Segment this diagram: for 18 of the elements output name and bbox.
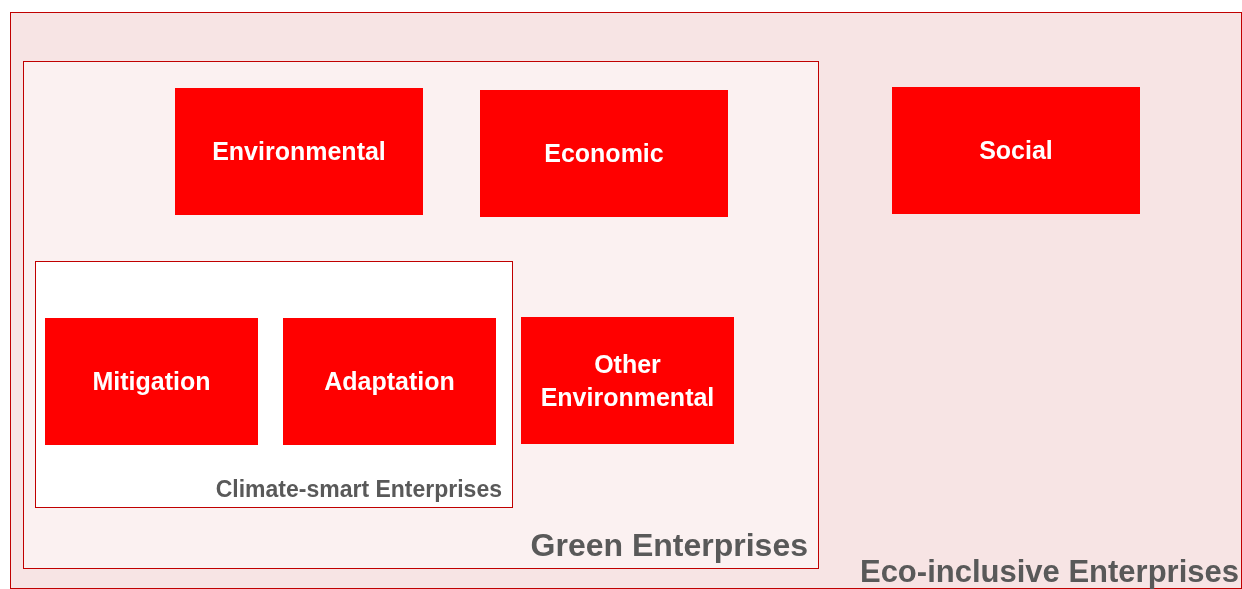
outer-region xyxy=(10,12,1242,589)
group-heading: Eco-inclusive Enterprises xyxy=(859,554,1239,589)
category-box xyxy=(480,90,728,217)
category-label: Social xyxy=(978,135,1054,167)
category-box xyxy=(283,318,496,445)
category-box xyxy=(892,87,1140,214)
category-box xyxy=(45,318,258,445)
category-box xyxy=(521,317,734,444)
category-label: Other Environmental xyxy=(539,349,716,413)
category-label: Adaptation xyxy=(323,366,456,398)
category-label: Environmental xyxy=(211,136,387,168)
group-panel xyxy=(23,61,819,569)
group-panel xyxy=(35,261,513,508)
category-box xyxy=(175,88,423,215)
category-label: Economic xyxy=(543,138,665,170)
group-heading: Climate-smart Enterprises xyxy=(215,476,502,503)
group-heading: Green Enterprises xyxy=(530,527,808,564)
category-label: Mitigation xyxy=(91,366,212,398)
